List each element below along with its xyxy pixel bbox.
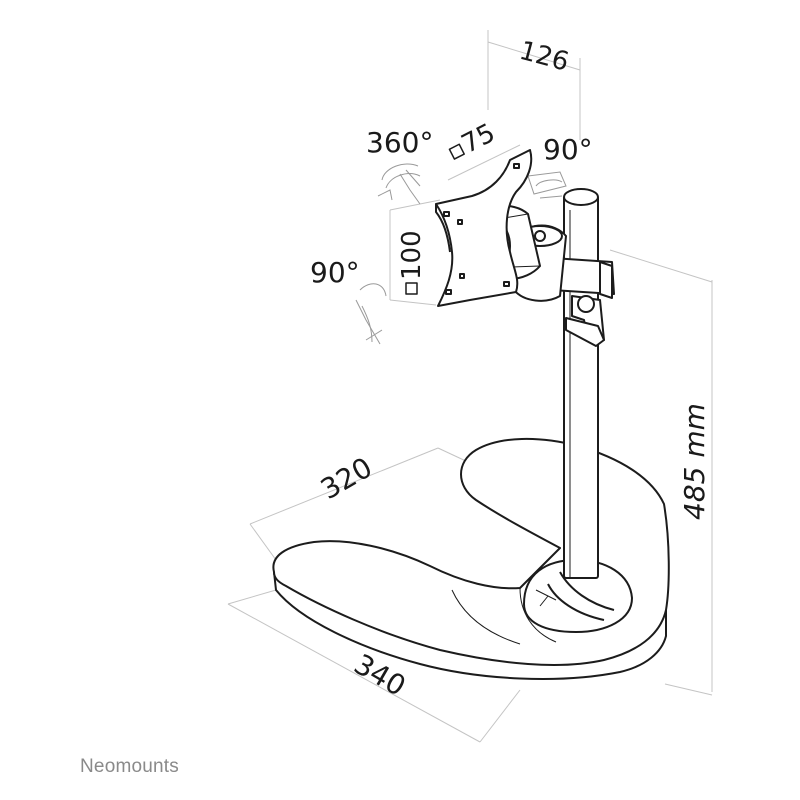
- vesa-100-label: 100: [397, 230, 427, 295]
- dimension-guides: [227, 30, 713, 743]
- tilt-left-90-label: 90°: [310, 256, 360, 289]
- tilt-right-90-label: 90°: [543, 133, 593, 166]
- brand-logo: Neomounts: [80, 756, 179, 777]
- height-485-label: 485 mm: [678, 403, 711, 520]
- rotation-indicators: [355, 163, 567, 345]
- svg-text:100: 100: [397, 230, 427, 280]
- square-symbol-icon: [405, 282, 418, 295]
- depth-320-label: 320: [315, 451, 378, 506]
- width-126-label: 126: [516, 36, 572, 78]
- square-symbol-icon: [448, 143, 465, 160]
- vesa-plate: [435, 149, 533, 307]
- pole-clamp: [551, 257, 615, 347]
- pole: [563, 188, 599, 579]
- rotation-360-label: 360°: [366, 126, 433, 159]
